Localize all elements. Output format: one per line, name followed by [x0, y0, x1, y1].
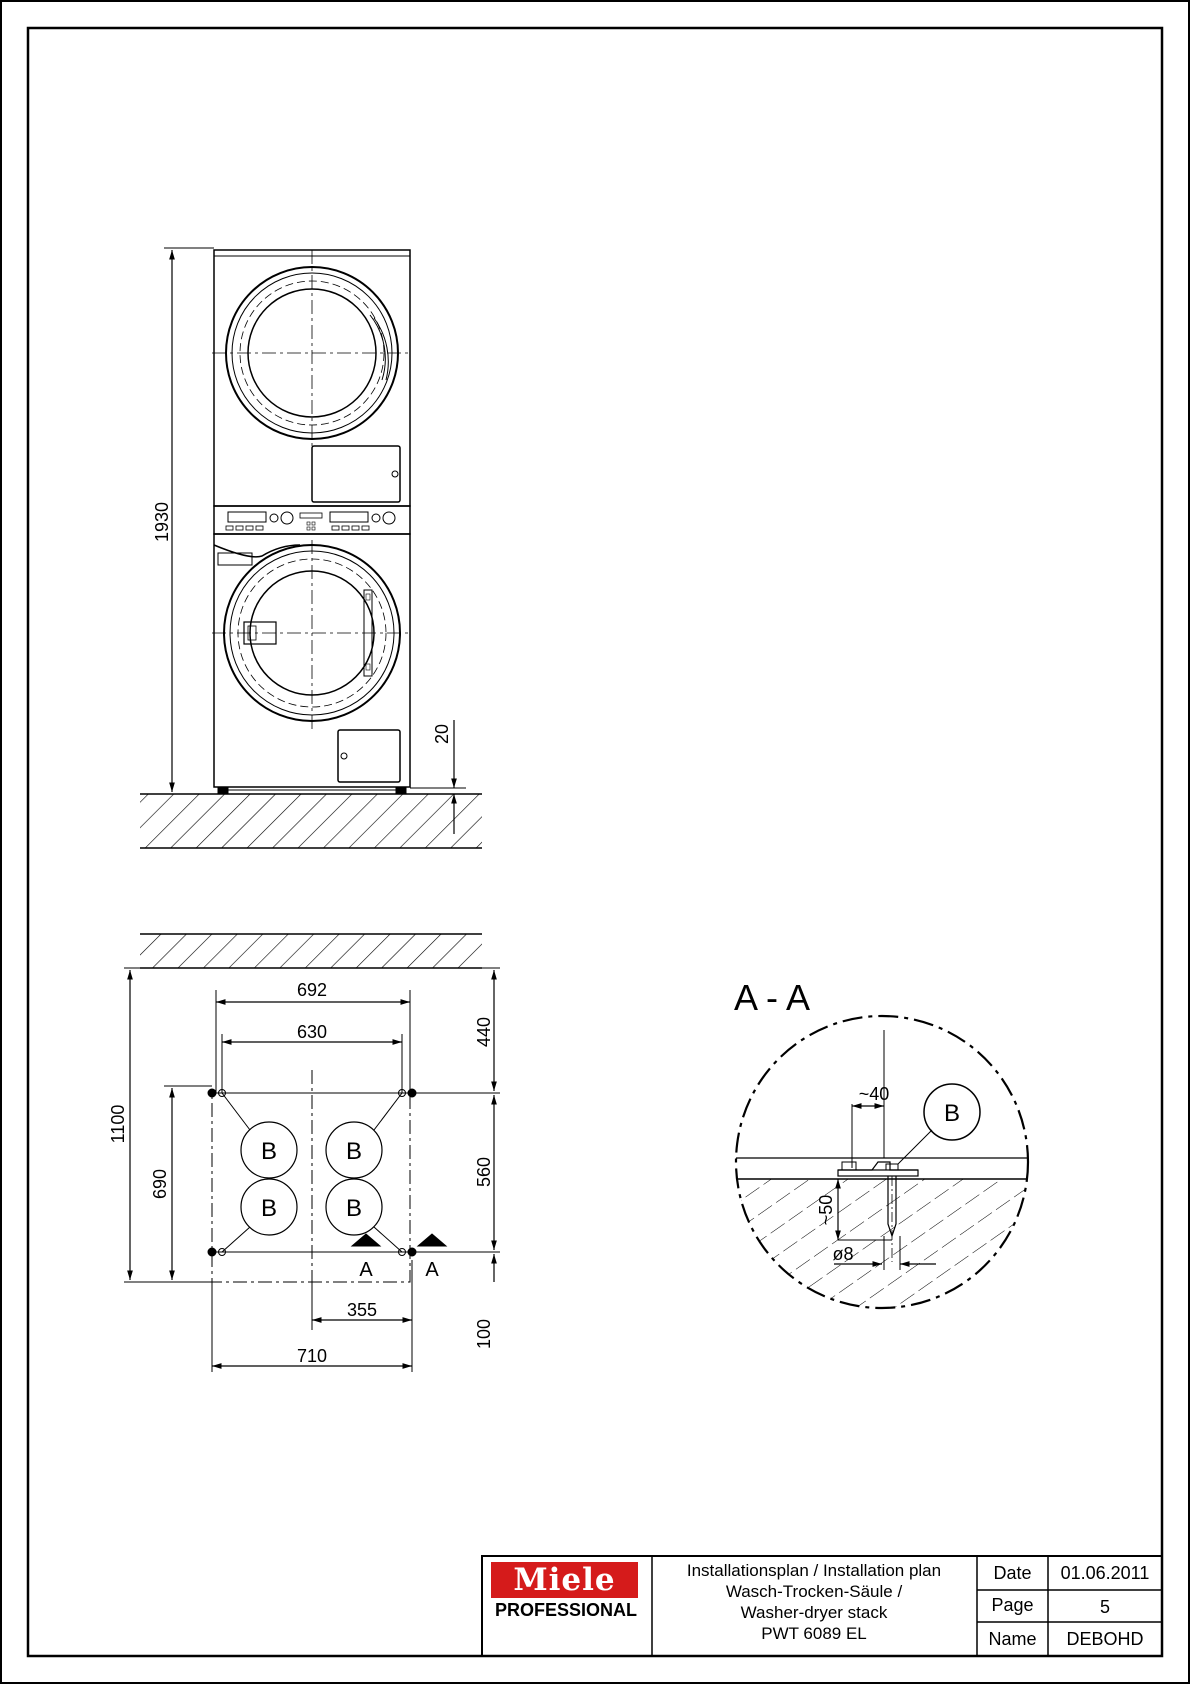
dim-wall-clearance: 440 [474, 1017, 494, 1047]
professional-logo-text: PROFESSIONAL [494, 1600, 637, 1620]
name-label: Name [988, 1629, 1037, 1649]
title-line-1: Installationsplan / Installation plan [686, 1561, 942, 1580]
anchor-label-b4: B [346, 1195, 362, 1222]
dim-depth-total: 1100 [108, 1105, 128, 1144]
date-label: Date [993, 1563, 1032, 1583]
dim-feet-height: 20 [432, 724, 452, 744]
detergent-drawer [217, 552, 253, 566]
section-title: A - A [734, 977, 810, 1018]
page-label: Page [991, 1595, 1034, 1615]
floor-hatch [140, 794, 482, 848]
drawing-title: Installationsplan / Installation plan Wa… [653, 1560, 975, 1644]
dim-height-total: 1930 [152, 502, 172, 542]
plan-view [124, 933, 500, 1372]
anchor-bubble-b1 [240, 1121, 298, 1179]
page-value: 5 [1099, 1597, 1110, 1617]
wall-hatch [140, 934, 482, 968]
dim-depth-anchor: 690 [150, 1169, 170, 1199]
dim-width-inner: 630 [297, 1022, 327, 1042]
date-value: 01.06.2011 [1060, 1563, 1150, 1583]
anchor-label-b3: B [261, 1195, 277, 1222]
section-marker-a1: A [359, 1259, 373, 1281]
anchor-bubble-b2 [325, 1121, 383, 1179]
dim-half-width: 355 [347, 1300, 377, 1320]
service-flap [337, 729, 401, 783]
anchor-label-b2: B [346, 1138, 362, 1165]
name-value: DEBOHD [1066, 1629, 1144, 1649]
dim-anchor-spacing: 560 [474, 1157, 494, 1187]
title-line-2: Wasch-Trocken-Säule / [725, 1582, 903, 1601]
section-detail-circle [734, 1014, 1030, 1310]
section-view [734, 1014, 1030, 1310]
section-bolt-bubble [923, 1083, 981, 1141]
machine-footprint [211, 1092, 411, 1283]
miele-logo: Miele [491, 1562, 638, 1598]
anchor-label-b1: B [261, 1138, 277, 1165]
section-marker-a2: A [425, 1259, 439, 1281]
dim-section-width: ~40 [859, 1084, 890, 1104]
title-block [481, 1555, 1163, 1657]
dim-width-total: 710 [297, 1346, 327, 1366]
dryer-lint-panel [311, 445, 401, 503]
anchor-bubble-b4 [325, 1178, 383, 1236]
anchor-bubble-b3 [240, 1178, 298, 1236]
title-line-4: PWT 6089 EL [761, 1624, 867, 1643]
dim-width-outer: 692 [297, 980, 327, 1000]
dim-section-depth: ~50 [816, 1195, 836, 1226]
dim-front-clearance: 100 [474, 1319, 494, 1349]
washer-cabinet [213, 533, 411, 788]
dim-section-diameter: ø8 [832, 1244, 853, 1264]
front-view [140, 247, 482, 849]
section-bolt-label: B [944, 1100, 960, 1127]
title-line-3: Washer-dryer stack [740, 1603, 888, 1622]
